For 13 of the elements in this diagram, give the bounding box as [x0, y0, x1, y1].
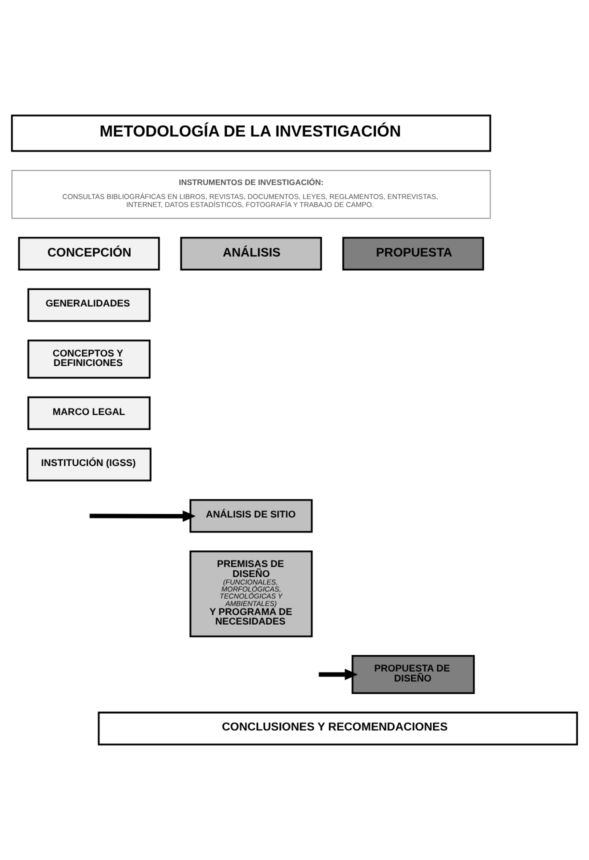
node-box: CONCEPCIÓN	[18, 236, 160, 271]
node-box: ANÁLISIS	[180, 236, 322, 271]
node-box: CONCEPTOS Y DEFINICIONES	[27, 340, 151, 379]
node-box: CONCLUSIONES Y RECOMENDACIONES	[98, 712, 578, 746]
node-box: MARCO LEGAL	[27, 396, 151, 430]
node-box: ANÁLISIS DE SITIO	[190, 499, 313, 533]
arrow	[318, 668, 358, 680]
node-box: PROPUESTA	[342, 236, 484, 271]
node-box: METODOLOGÍA DE LA INVESTIGACIÓN	[11, 114, 492, 152]
node-box: INSTITUCIÓN (IGSS)	[26, 448, 152, 482]
node-box: PROPUESTA DE DISEÑO	[352, 655, 475, 694]
node-box: GENERALIDADES	[27, 288, 151, 322]
arrow	[90, 510, 196, 522]
